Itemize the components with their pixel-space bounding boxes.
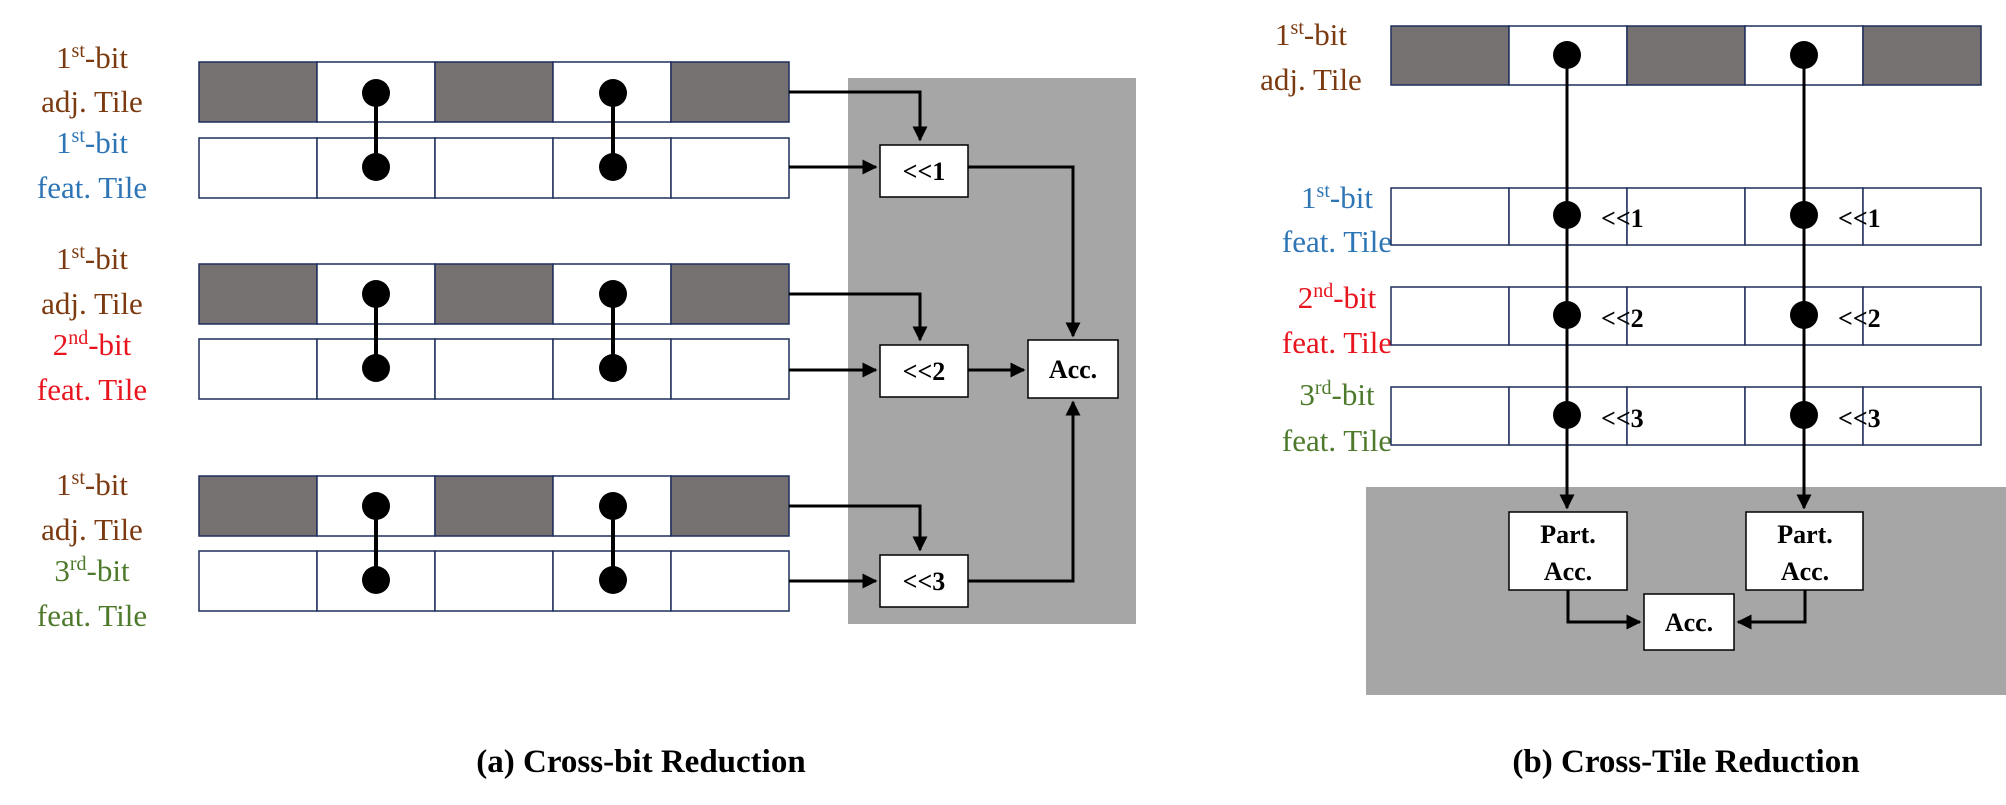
panel-b: 1st-bit adj. Tile 1st-bit feat. Tile 2nd… (1260, 17, 2006, 780)
feat-tile-label: 2nd-bit (53, 327, 132, 362)
feat-tile-row (198, 338, 790, 400)
acc-arrows (1566, 590, 1807, 630)
shift-box (879, 144, 969, 198)
feat-tile-label: 1st-bit (1301, 180, 1373, 215)
caption-b: (b) Cross-Tile Reduction (1512, 744, 1859, 780)
feat-tile-label: 3rd-bit (54, 553, 130, 588)
feat-tile-label-line2: feat. Tile (37, 598, 147, 633)
feat-tile-label: 1st-bit (56, 125, 128, 160)
shift-label: <<2 (1838, 304, 1881, 333)
adj-tile-label: 1st-bit (56, 467, 128, 502)
feat-tile-label-line2: feat. Tile (1282, 224, 1392, 259)
part-acc-label-line2: Acc. (1781, 557, 1829, 586)
shift-label: <<1 (903, 157, 946, 186)
adj-tile-label-line2: adj. Tile (41, 84, 143, 119)
part-acc-label: Part. (1777, 520, 1833, 549)
acc-box (1643, 593, 1735, 651)
tile-connections (1559, 55, 1812, 510)
adj-tile-row (198, 61, 790, 123)
adj-tile-row (198, 475, 790, 537)
feat-tile-label-line2: feat. Tile (1282, 423, 1392, 458)
group-2: 1st-bit adj. Tile 2nd-bit feat. Tile (37, 241, 969, 407)
flow-arrows (789, 90, 1081, 589)
bit-connections (362, 280, 627, 382)
group-1: 1st-bit adj. Tile 1st-bit feat. Tile (37, 40, 969, 205)
adj-tile-label-line2: adj. Tile (1260, 62, 1362, 97)
feat-tile-row-2 (1390, 286, 1982, 346)
acc-label: Acc. (1665, 608, 1713, 637)
feat-tile-label-line2: feat. Tile (1282, 325, 1392, 360)
shift-label: <<3 (903, 567, 946, 596)
caption-a: (a) Cross-bit Reduction (476, 744, 805, 780)
acc-box (1027, 339, 1119, 399)
shift-label: <<2 (1601, 304, 1644, 333)
shift-label: <<1 (1601, 204, 1644, 233)
adj-tile-row (198, 263, 790, 325)
feat-tile-row (198, 137, 790, 199)
shift-label: <<3 (1601, 404, 1644, 433)
feat-tile-label: 3rd-bit (1299, 377, 1375, 412)
part-acc-label: Part. (1540, 520, 1596, 549)
bit-connections (362, 492, 627, 594)
adj-tile-label: 1st-bit (56, 241, 128, 276)
part-acc-label-line2: Acc. (1544, 557, 1592, 586)
bit-connections (362, 79, 627, 181)
shift-box (879, 554, 969, 608)
group-3: 1st-bit adj. Tile 3rd-bit feat. Tile (37, 467, 969, 633)
shift-label: <<1 (1838, 204, 1881, 233)
feat-tile-label-line2: feat. Tile (37, 372, 147, 407)
part-acc-box-right (1745, 511, 1864, 591)
shift-box (879, 344, 969, 398)
adj-tile-label-line2: adj. Tile (41, 512, 143, 547)
adj-tile-label: 1st-bit (1275, 17, 1347, 52)
shift-label: <<3 (1838, 404, 1881, 433)
shift-label: <<2 (903, 357, 946, 386)
feat-tile-label: 2nd-bit (1298, 280, 1377, 315)
feat-tile-row (198, 550, 790, 612)
adj-tile-row (1390, 25, 1982, 86)
acc-label: Acc. (1049, 355, 1097, 384)
feat-tile-row-3 (1390, 386, 1982, 446)
feat-tile-row-1 (1390, 187, 1982, 246)
bit-dots (1553, 41, 1818, 429)
feat-tile-label-line2: feat. Tile (37, 170, 147, 205)
reduction-panel-background (1366, 487, 2006, 695)
panel-a: 1st-bit adj. Tile 1st-bit feat. Tile (37, 40, 1136, 780)
adj-tile-label: 1st-bit (56, 40, 128, 75)
adj-tile-label-line2: adj. Tile (41, 286, 143, 321)
